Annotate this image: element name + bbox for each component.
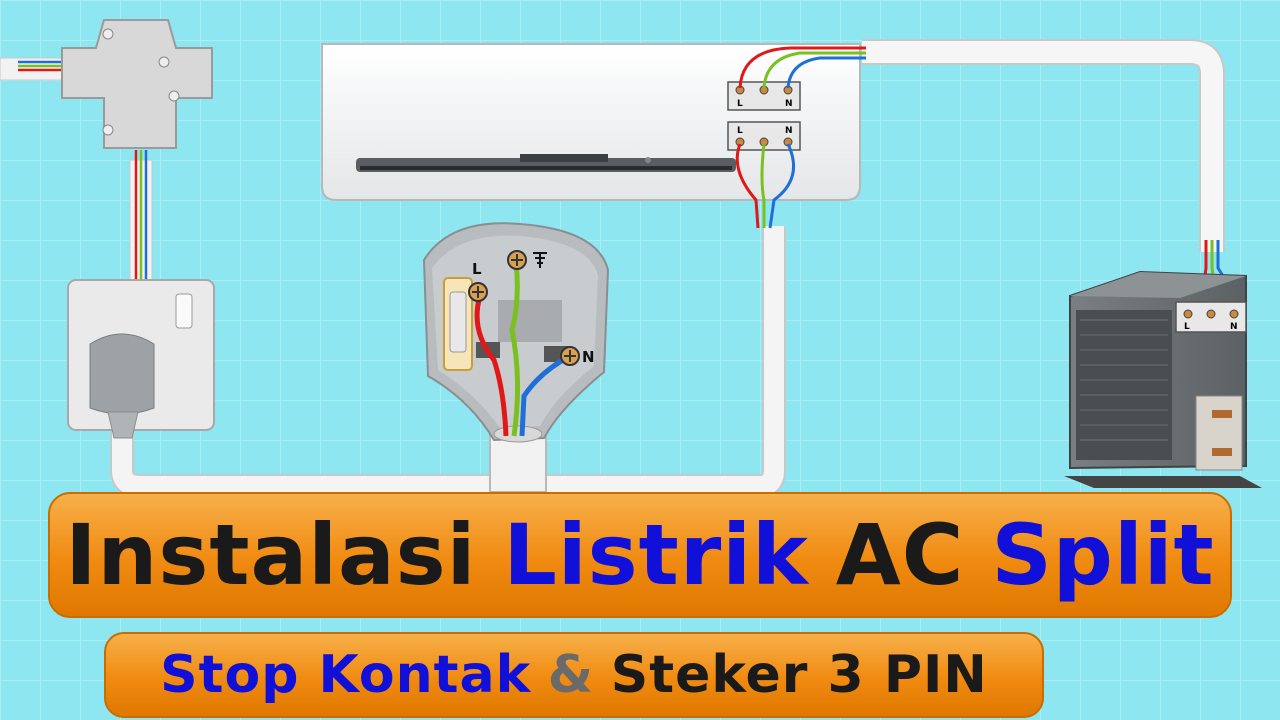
- terminal-label-live: L: [737, 126, 743, 136]
- ground-symbol-icon: [533, 252, 547, 268]
- fuse-icon: [443, 277, 473, 371]
- terminal-label-live: L: [1184, 322, 1190, 332]
- title-part-3: AC: [835, 506, 965, 604]
- title-part-1: Instalasi: [65, 506, 477, 604]
- conduit-top-right: [862, 39, 1225, 252]
- outdoor-terminal: L N: [1175, 301, 1247, 333]
- junction-box-icon: [61, 19, 213, 149]
- plug-terminals: L N: [468, 250, 595, 366]
- title-part-4: Split: [991, 506, 1215, 604]
- indoor-wires: [735, 46, 866, 229]
- title-banner: Instalasi Listrik AC Split: [48, 492, 1232, 618]
- indoor-unit-icon: [321, 43, 861, 201]
- plug-label-live: L: [472, 260, 482, 278]
- plug-icon: [422, 222, 610, 493]
- terminal-label-live: L: [737, 99, 743, 109]
- terminal-label-neutral: N: [785, 126, 793, 136]
- subtitle-part-1: Stop Kontak: [160, 645, 532, 705]
- plug-label-neutral: N: [582, 348, 595, 366]
- terminal-label-neutral: N: [1230, 322, 1238, 332]
- wall-socket-icon: [67, 279, 215, 439]
- subtitle-part-3: Steker 3 PIN: [610, 645, 988, 705]
- subtitle-part-2: &: [547, 645, 595, 705]
- terminal-label-neutral: N: [785, 99, 793, 109]
- title-part-2: Listrik: [503, 506, 809, 604]
- subtitle-banner: Stop Kontak & Steker 3 PIN: [104, 632, 1044, 718]
